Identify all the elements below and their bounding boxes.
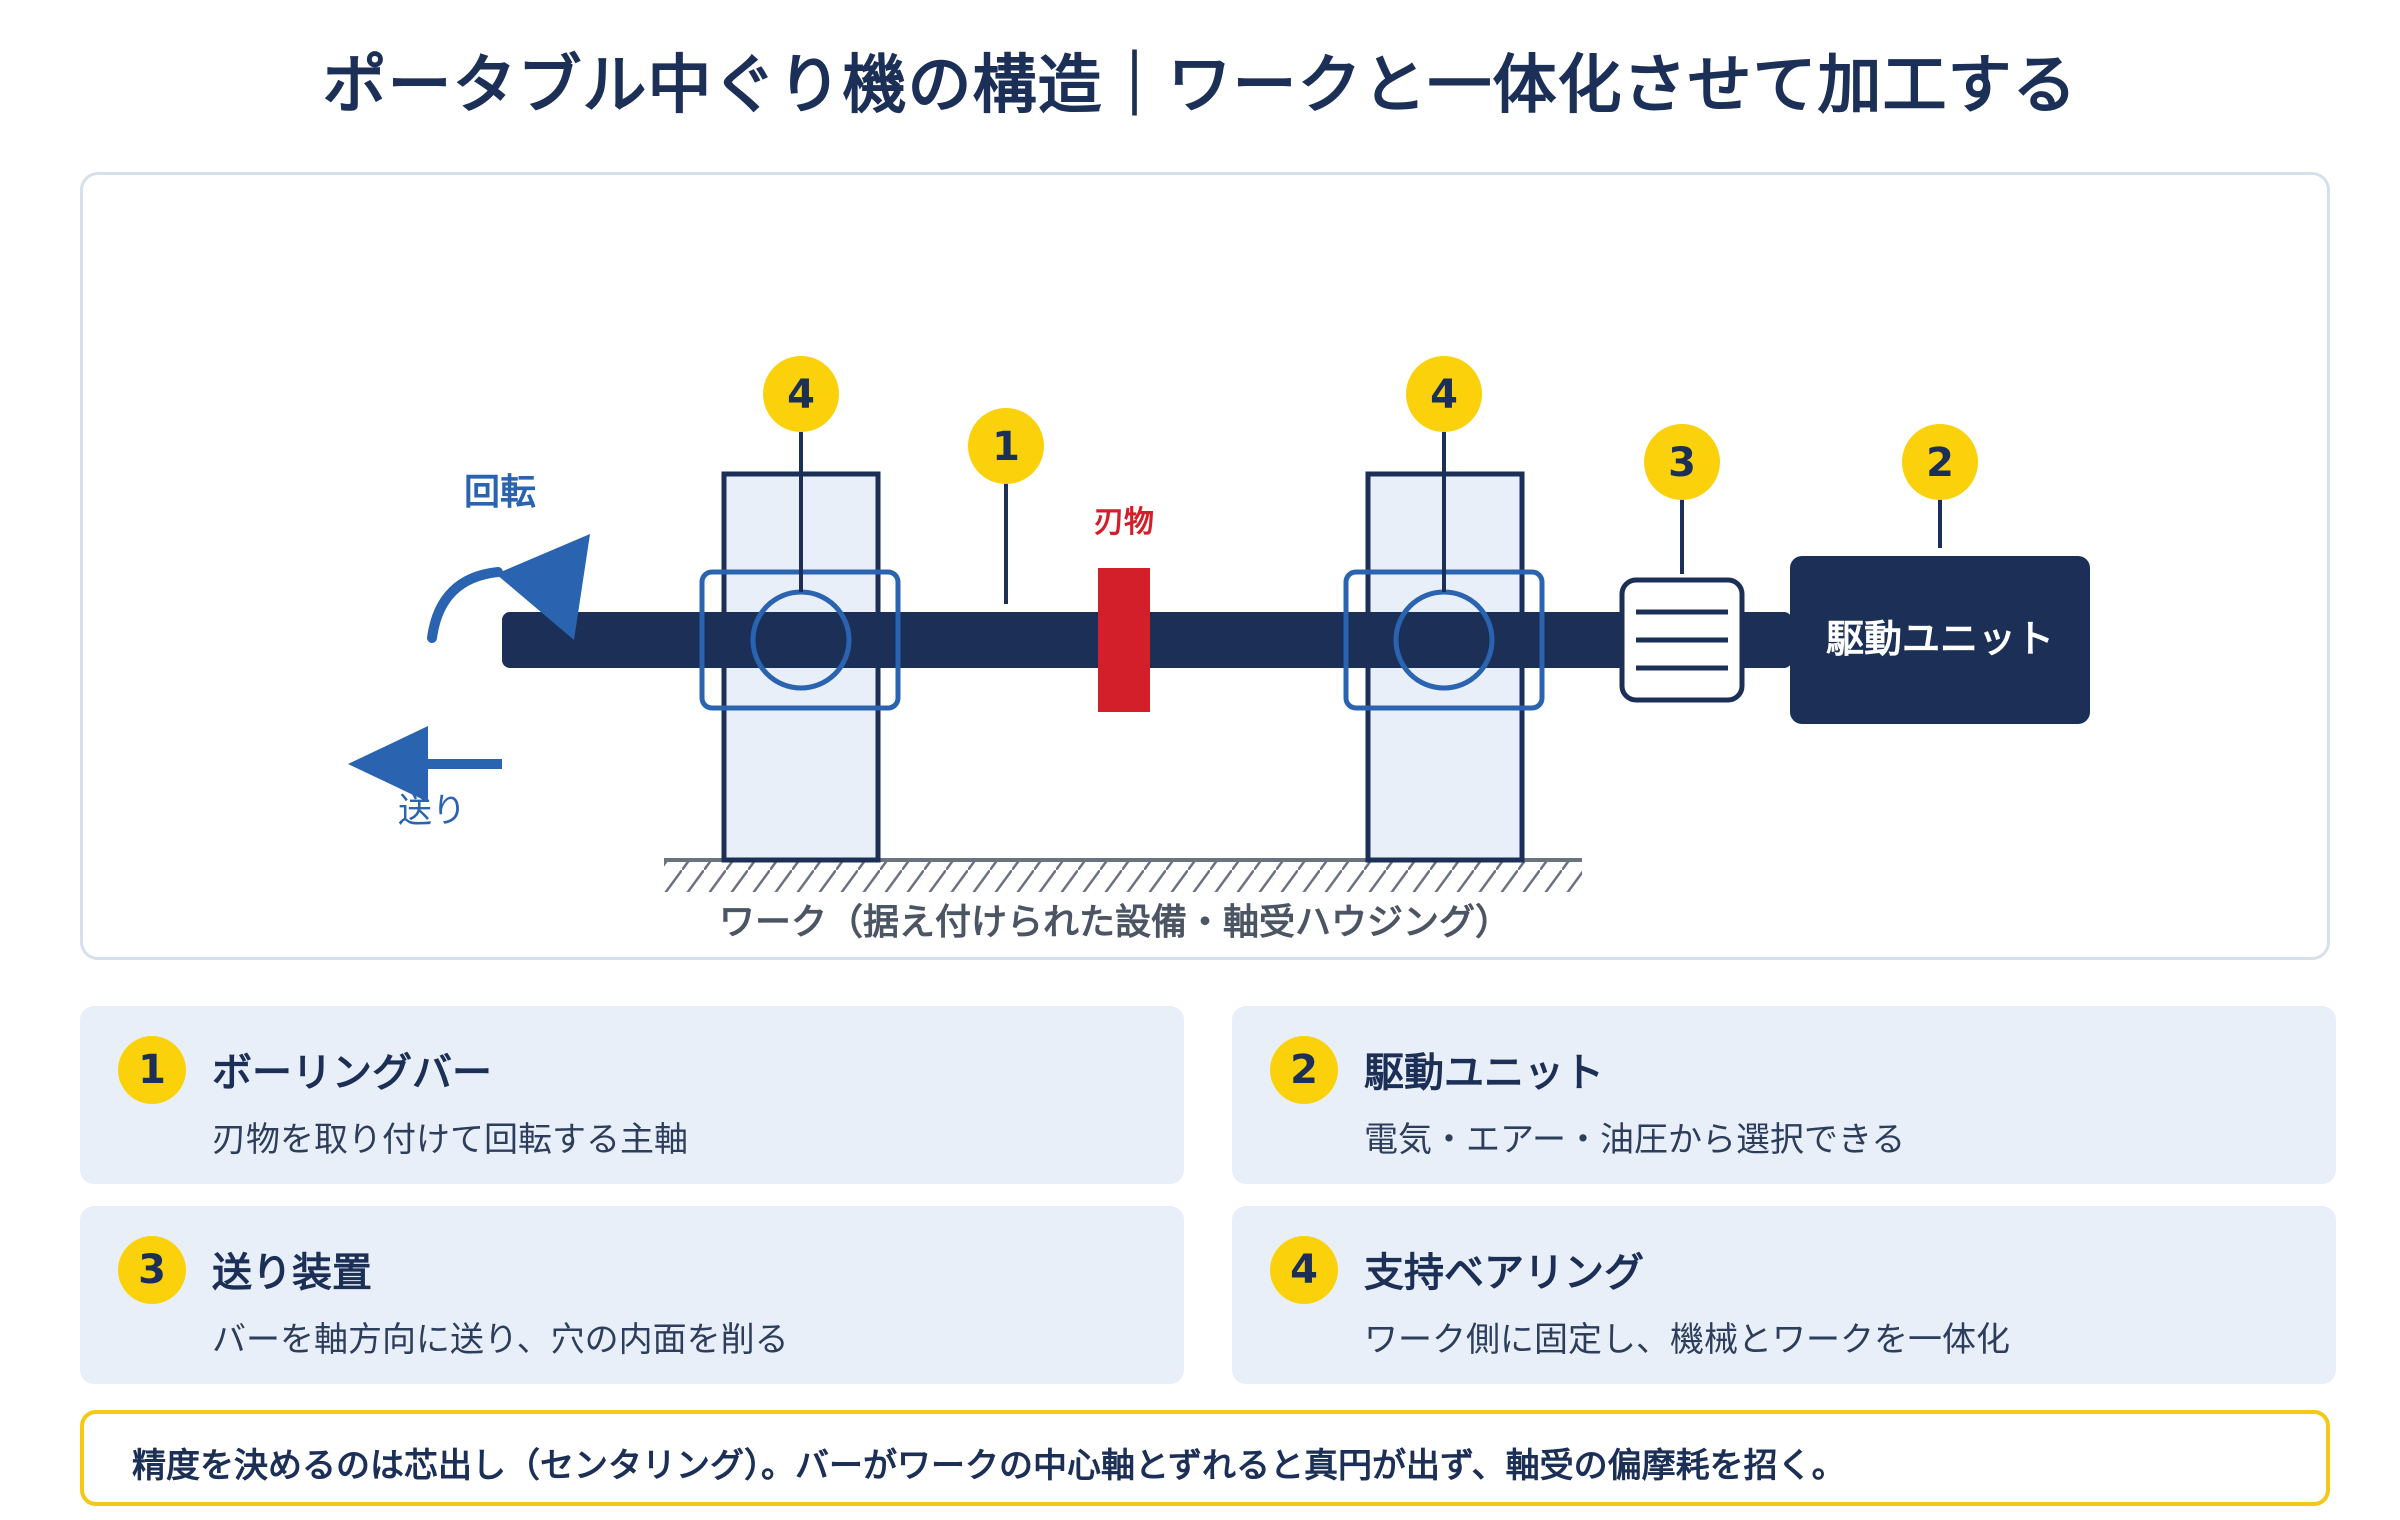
card-number: 1 — [118, 1036, 186, 1104]
svg-text:1: 1 — [992, 424, 1020, 470]
feed-label: 送り — [398, 791, 466, 831]
marker-bearing-left: 4 — [763, 356, 839, 432]
svg-text:2: 2 — [1926, 440, 1954, 486]
card-title: 支持ベアリング — [1364, 1250, 1644, 1296]
marker-boring-bar: 1 — [968, 408, 1044, 484]
card-description: ワーク側に固定し、機械とワークを一体化 — [1364, 1320, 2010, 1360]
card-drive-unit: 2 駆動ユニット 電気・エアー・油圧から選択できる — [1232, 1006, 2336, 1184]
card-title: 駆動ユニット — [1364, 1050, 1604, 1096]
page-title: ポータブル中ぐり機の構造｜ワークと一体化させて加工する — [322, 49, 2078, 123]
marker-drive-unit: 2 — [1902, 424, 1978, 500]
card-title: 送り装置 — [212, 1250, 372, 1296]
marker-feed-device: 3 — [1644, 424, 1720, 500]
feed-arrow-icon — [348, 726, 502, 802]
drive-unit-label: 駆動ユニット — [1826, 617, 2054, 661]
card-number: 2 — [1270, 1036, 1338, 1104]
centering-note-text: 精度を決めるのは芯出し（センタリング）。バーがワークの中心軸とずれると真円が出ず… — [132, 1446, 1846, 1486]
svg-text:4: 4 — [787, 372, 815, 418]
card-feed-device: 3 送り装置 バーを軸方向に送り、穴の内面を削る — [80, 1206, 1184, 1384]
structure-diagram: 刃物 駆動ユニット 4 4 1 3 2 回転 — [348, 356, 2090, 943]
card-description: 電気・エアー・油圧から選択できる — [1364, 1120, 1906, 1160]
feed-device — [1619, 577, 1745, 703]
rotation-label: 回転 — [464, 472, 536, 513]
card-number: 4 — [1270, 1236, 1338, 1304]
marker-bearing-right: 4 — [1406, 356, 1482, 432]
rotation-arrow-icon — [427, 534, 590, 643]
ground-hatch — [664, 858, 1582, 892]
cutter — [1098, 568, 1150, 712]
cutter-label: 刃物 — [1094, 505, 1154, 540]
card-number: 3 — [118, 1236, 186, 1304]
work-label: ワーク（据え付けられた設備・軸受ハウジング） — [719, 902, 1511, 943]
card-boring-bar: 1 ボーリングバー 刃物を取り付けて回転する主軸 — [80, 1006, 1184, 1184]
card-title: ボーリングバー — [212, 1050, 492, 1096]
card-description: 刃物を取り付けて回転する主軸 — [212, 1120, 688, 1160]
svg-text:4: 4 — [1430, 372, 1458, 418]
drive-unit — [1790, 556, 2090, 724]
centering-note: 精度を決めるのは芯出し（センタリング）。バーがワークの中心軸とずれると真円が出ず… — [80, 1410, 2330, 1506]
card-description: バーを軸方向に送り、穴の内面を削る — [212, 1320, 789, 1360]
svg-text:3: 3 — [1668, 440, 1696, 486]
card-support-bearing: 4 支持ベアリング ワーク側に固定し、機械とワークを一体化 — [1232, 1206, 2336, 1384]
leader-lines — [799, 432, 1942, 604]
